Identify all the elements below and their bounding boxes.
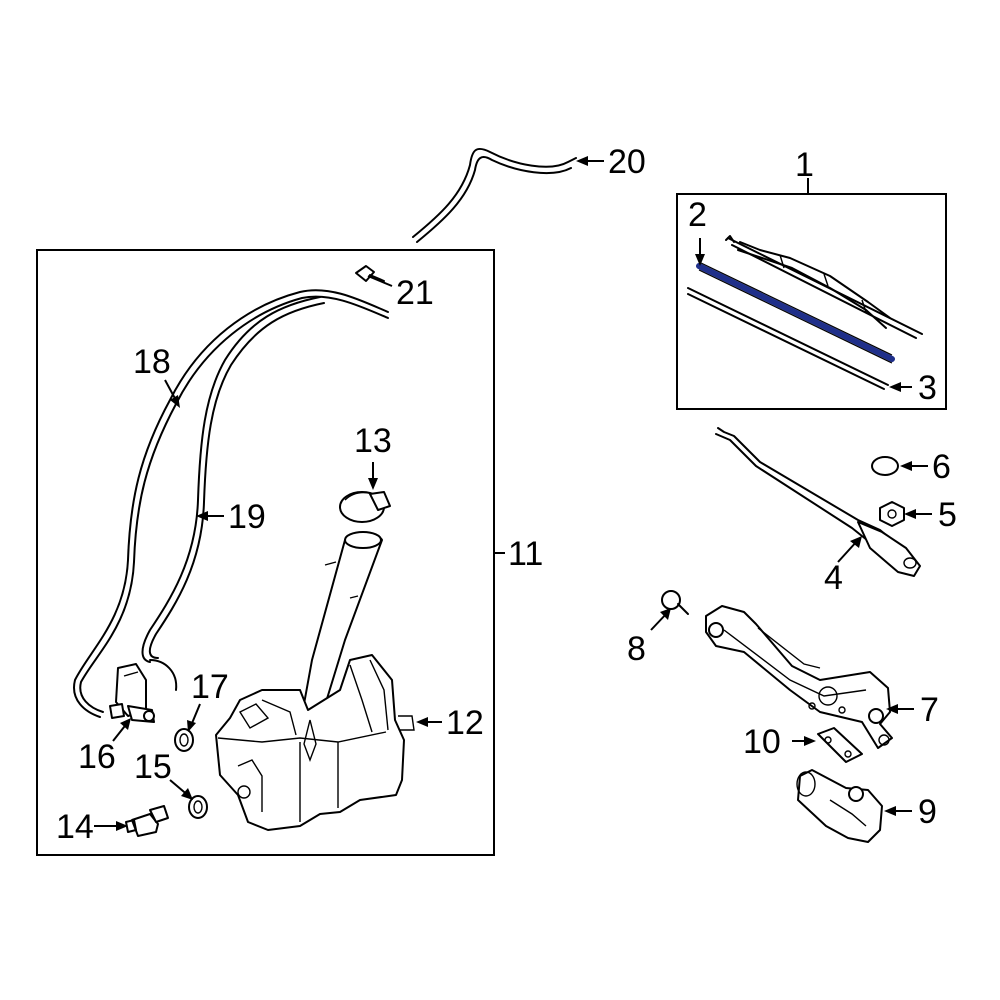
- callout-15: 15: [134, 748, 172, 786]
- callout-16: 16: [78, 738, 116, 776]
- part-5-nut[interactable]: [879, 501, 905, 527]
- callout-3: 3: [918, 369, 937, 407]
- part-17-grommet[interactable]: [174, 728, 194, 752]
- part-18-washer-hose[interactable]: [73, 289, 389, 718]
- part-9-wiper-motor[interactable]: [796, 769, 883, 843]
- leader-lines: [94, 160, 932, 827]
- callout-19: 19: [228, 498, 266, 536]
- callout-10: 10: [743, 723, 781, 761]
- part-12-washer-reservoir[interactable]: [215, 531, 415, 831]
- part-14-level-sensor[interactable]: [125, 805, 169, 837]
- wiper-blade-group-box: [676, 193, 947, 410]
- callout-21: 21: [396, 274, 434, 312]
- part-2-wiper-blade-insert[interactable]: [696, 261, 895, 364]
- part-15-seal[interactable]: [188, 795, 208, 819]
- callout-9: 9: [918, 793, 937, 831]
- part-4-wiper-arm[interactable]: [715, 427, 921, 577]
- part-20-washer-hose[interactable]: [412, 147, 577, 243]
- part-blade-assembly[interactable]: [725, 235, 923, 339]
- part-16-washer-pump[interactable]: [109, 663, 155, 723]
- part-10-mounting-bracket[interactable]: [817, 727, 863, 763]
- part-6-arm-cap[interactable]: [871, 456, 899, 476]
- callout-2: 2: [688, 196, 707, 234]
- part-3-wiper-blade-refill[interactable]: [687, 287, 889, 390]
- callout-5: 5: [938, 496, 957, 534]
- callout-4: 4: [824, 559, 843, 597]
- part-7-wiper-linkage[interactable]: [705, 605, 893, 749]
- callout-8: 8: [627, 630, 646, 668]
- callout-20: 20: [608, 143, 646, 181]
- callout-17: 17: [191, 668, 229, 706]
- part-8-bolt[interactable]: [661, 590, 689, 615]
- callout-1: 1: [795, 146, 814, 184]
- leader-arrowheads: [116, 156, 916, 831]
- callout-7: 7: [920, 691, 939, 729]
- callout-11: 11: [508, 535, 543, 573]
- callout-13: 13: [354, 422, 392, 460]
- callout-6: 6: [932, 448, 951, 486]
- part-21-hose-connector[interactable]: [355, 265, 385, 282]
- callout-12: 12: [446, 704, 484, 742]
- callout-labels: 1 2 3 4 5 6 7 8 9 10 11 12 13 14 15 16 1…: [56, 143, 957, 846]
- callout-14: 14: [56, 808, 94, 846]
- callout-18: 18: [133, 343, 171, 381]
- part-19-washer-hose[interactable]: [141, 296, 325, 691]
- part-13-reservoir-cap[interactable]: [339, 491, 391, 523]
